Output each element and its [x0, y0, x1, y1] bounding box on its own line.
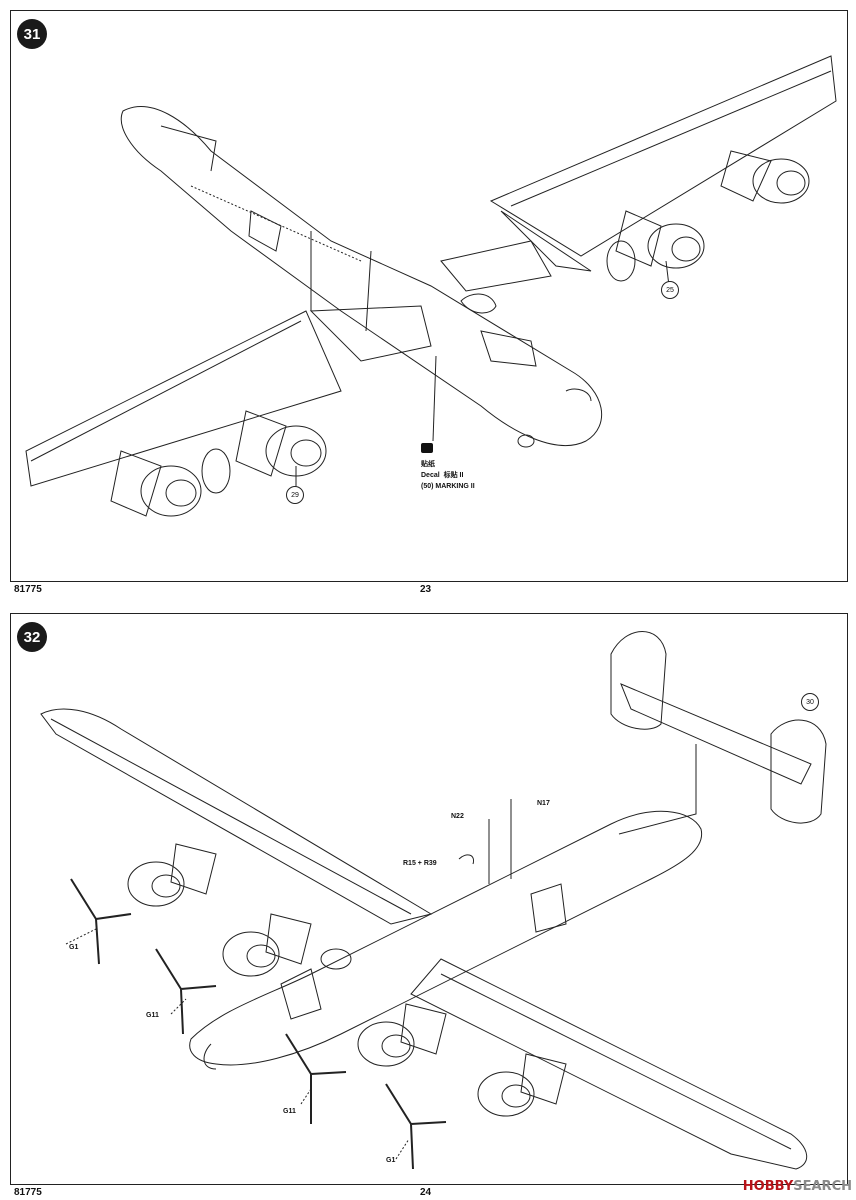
decal-en-marking: MARKING II: [435, 483, 475, 490]
callout-25: 25: [661, 281, 679, 299]
aircraft-assembly-drawing-step-32: [40, 631, 827, 1170]
decal-cn-marking: 标贴 II: [443, 472, 464, 479]
part-label-n17: N17: [537, 800, 550, 807]
decal-cn-label: 贴纸: [421, 461, 435, 468]
aircraft-assembly-drawing-step-31: [25, 55, 837, 517]
watermark-suffix: SEARCH: [793, 1179, 852, 1194]
step-number-badge: 32: [17, 622, 47, 652]
page-number: 24: [420, 1187, 432, 1198]
part-label-g11-upper: G11: [146, 1012, 159, 1019]
page-number: 23: [420, 584, 432, 595]
part-label-g1-upper: G1: [69, 944, 79, 951]
callout-30: 30: [801, 693, 819, 711]
product-code: 81775: [14, 584, 42, 595]
part-label-n22: N22: [451, 813, 464, 820]
watermark-brand: HOBBY: [742, 1179, 794, 1194]
part-label-g1-lower: G1: [386, 1157, 396, 1164]
decal-icon: [421, 443, 433, 453]
decal-callout: 贴纸 Decal 标贴 II (50) MARKING II: [421, 443, 475, 492]
instruction-step-31-panel: 31: [10, 10, 848, 582]
instruction-step-32-panel: 32: [10, 613, 848, 1185]
product-code: 81775: [14, 1187, 42, 1198]
decal-number: (50): [421, 483, 434, 490]
watermark-hobby-search: HOBBYSEARCH: [743, 1179, 852, 1194]
decal-en-label: Decal: [421, 472, 440, 479]
step-number-badge: 31: [17, 19, 47, 49]
part-label-g11-lower: G11: [283, 1108, 296, 1115]
part-label-r15-r39: R15 + R39: [403, 860, 437, 867]
callout-29: 29: [286, 486, 304, 504]
